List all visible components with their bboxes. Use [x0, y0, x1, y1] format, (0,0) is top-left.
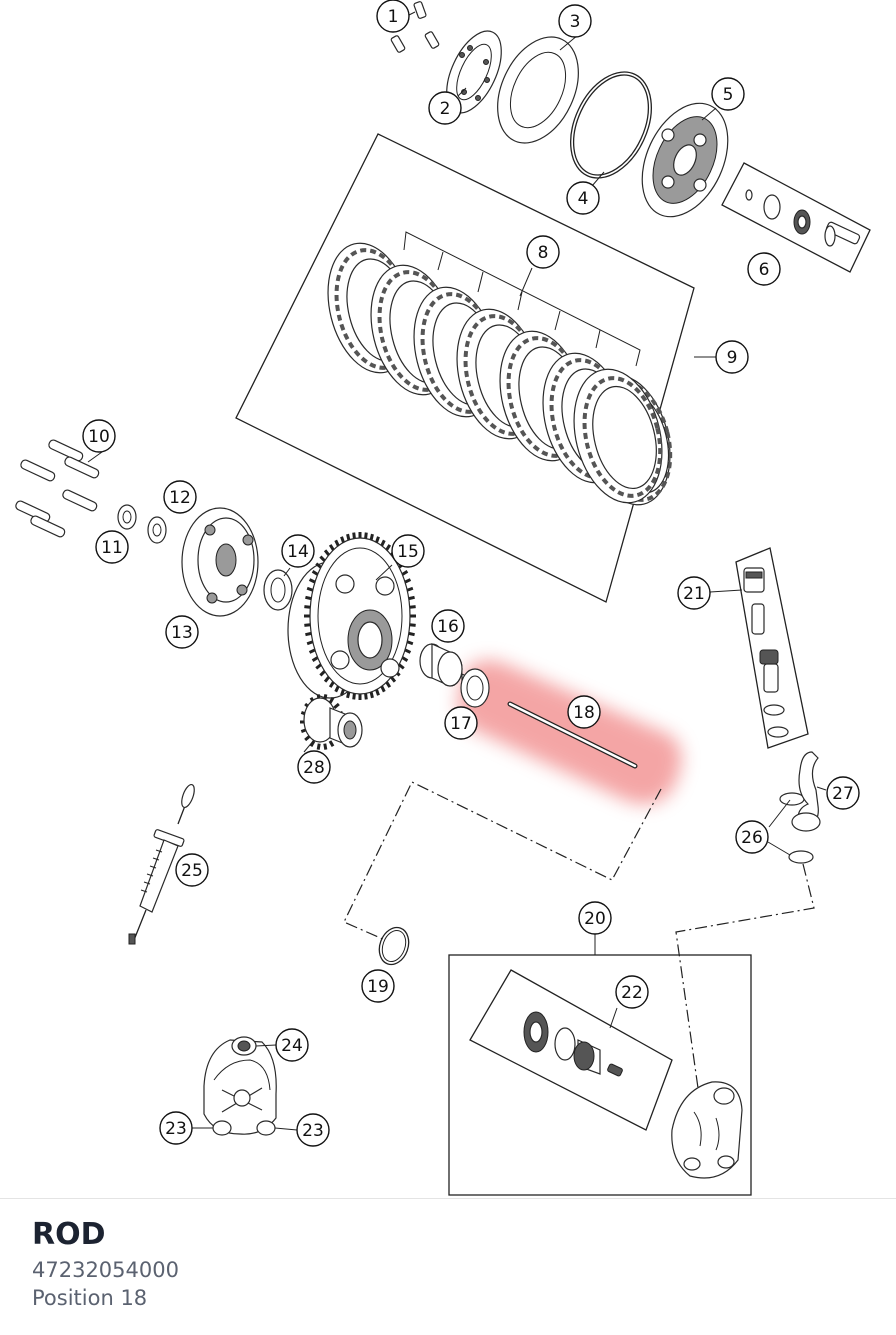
callout-2[interactable]: 2	[428, 91, 462, 125]
callout-1[interactable]: 1	[376, 0, 410, 33]
plate-part-3	[497, 36, 579, 144]
callout-13[interactable]: 13	[165, 615, 199, 649]
clutch-basket-part-15	[287, 532, 416, 700]
thrust-washer-part-14	[263, 569, 293, 611]
callout-4[interactable]: 4	[566, 181, 600, 215]
callout-27[interactable]: 27	[826, 776, 860, 810]
callout-1-label: 1	[388, 7, 399, 27]
gear-part-28	[300, 694, 363, 750]
part-name: ROD	[32, 1217, 106, 1252]
callout-22[interactable]: 22	[615, 975, 649, 1009]
callout-20[interactable]: 20	[578, 901, 612, 935]
callout-28[interactable]: 28	[297, 750, 331, 784]
pressure-set-part-6	[721, 162, 871, 273]
callout-21-label: 21	[683, 584, 705, 604]
callout-6-label: 6	[759, 260, 770, 280]
part-info-panel: ROD 47232054000 Position 18	[32, 1216, 179, 1312]
callout-9-label: 9	[727, 348, 738, 368]
divider	[0, 1198, 896, 1199]
clutch-plates-part-8	[327, 242, 673, 506]
clutch-slave-cover-part-23	[192, 1036, 298, 1136]
callout-23a[interactable]: 23	[159, 1111, 193, 1145]
bearing-ring-part-2	[446, 30, 502, 114]
callout-18[interactable]: 18	[567, 695, 601, 729]
callout-26[interactable]: 26	[735, 820, 769, 854]
callout-13-label: 13	[171, 623, 193, 643]
assembly-path-20	[675, 863, 815, 1089]
exploded-parts-diagram: 1234568910111213141516171819202122232324…	[15, 0, 871, 1196]
nut-part-11	[117, 504, 137, 530]
banjo-fitting-part-27	[767, 751, 827, 864]
clutch-pack-frame-part-9	[235, 133, 695, 603]
callout-21[interactable]: 21	[677, 576, 711, 610]
callout-14[interactable]: 14	[281, 534, 315, 568]
callout-23a-label: 23	[165, 1119, 187, 1139]
seal-kit-part-22	[469, 969, 673, 1131]
callout-27-label: 27	[832, 784, 854, 804]
syringe-part-25	[128, 783, 195, 945]
callout-19-label: 19	[367, 977, 389, 997]
callout-25-label: 25	[181, 861, 203, 881]
callout-5[interactable]: 5	[711, 77, 745, 111]
o-ring-part-19	[378, 926, 410, 966]
callout-17[interactable]: 17	[444, 706, 478, 740]
callout-22-label: 22	[621, 983, 643, 1003]
callout-15[interactable]: 15	[391, 534, 425, 568]
part-position: Position 18	[32, 1286, 148, 1310]
callout-9[interactable]: 9	[715, 340, 749, 374]
callout-24-label: 24	[281, 1036, 303, 1056]
callout-28-label: 28	[303, 758, 325, 778]
callout-23b-label: 23	[302, 1121, 324, 1141]
callout-3-label: 3	[570, 12, 581, 32]
callout-4-label: 4	[578, 189, 589, 209]
callout-18-label: 18	[573, 703, 595, 723]
assembly-path-19	[343, 781, 662, 941]
callout-17-label: 17	[450, 714, 472, 734]
slave-cylinder-body	[671, 1081, 743, 1179]
callout-15-label: 15	[397, 542, 419, 562]
callout-25[interactable]: 25	[175, 853, 209, 887]
clutch-cover-part-5	[641, 102, 729, 218]
slave-cylinder-frame-part-20	[448, 954, 752, 1196]
callout-6[interactable]: 6	[747, 252, 781, 286]
callout-11-label: 11	[101, 538, 123, 558]
callout-10[interactable]: 10	[82, 419, 116, 453]
callout-2-label: 2	[440, 99, 451, 119]
bleeder-kit-part-21	[709, 547, 809, 749]
part-number: 47232054000	[32, 1258, 179, 1282]
screws-part-1	[390, 1, 440, 53]
callout-19[interactable]: 19	[361, 969, 395, 1003]
callout-14-label: 14	[287, 542, 309, 562]
callout-8[interactable]: 8	[526, 235, 560, 269]
leader-lines-part-8	[403, 231, 641, 367]
callout-26-label: 26	[741, 828, 763, 848]
callout-12-label: 12	[169, 488, 191, 508]
inner-hub-part-13	[181, 507, 259, 617]
callout-3[interactable]: 3	[558, 4, 592, 38]
callout-12[interactable]: 12	[163, 480, 197, 514]
needle-bearing-part-16	[419, 643, 463, 687]
washer-part-12	[147, 516, 167, 544]
callout-8-label: 8	[538, 243, 549, 263]
pins-part-10	[15, 439, 100, 538]
callout-20-label: 20	[584, 909, 606, 929]
callout-24[interactable]: 24	[275, 1028, 309, 1062]
rod-part-18[interactable]	[507, 701, 638, 769]
callout-11[interactable]: 11	[95, 530, 129, 564]
callout-10-label: 10	[88, 427, 110, 447]
o-ring-part-4	[570, 71, 652, 179]
callout-16-label: 16	[437, 617, 459, 637]
callout-23b[interactable]: 23	[296, 1113, 330, 1147]
callout-16[interactable]: 16	[431, 609, 465, 643]
callout-5-label: 5	[723, 85, 734, 105]
bushing-part-17	[460, 668, 490, 708]
